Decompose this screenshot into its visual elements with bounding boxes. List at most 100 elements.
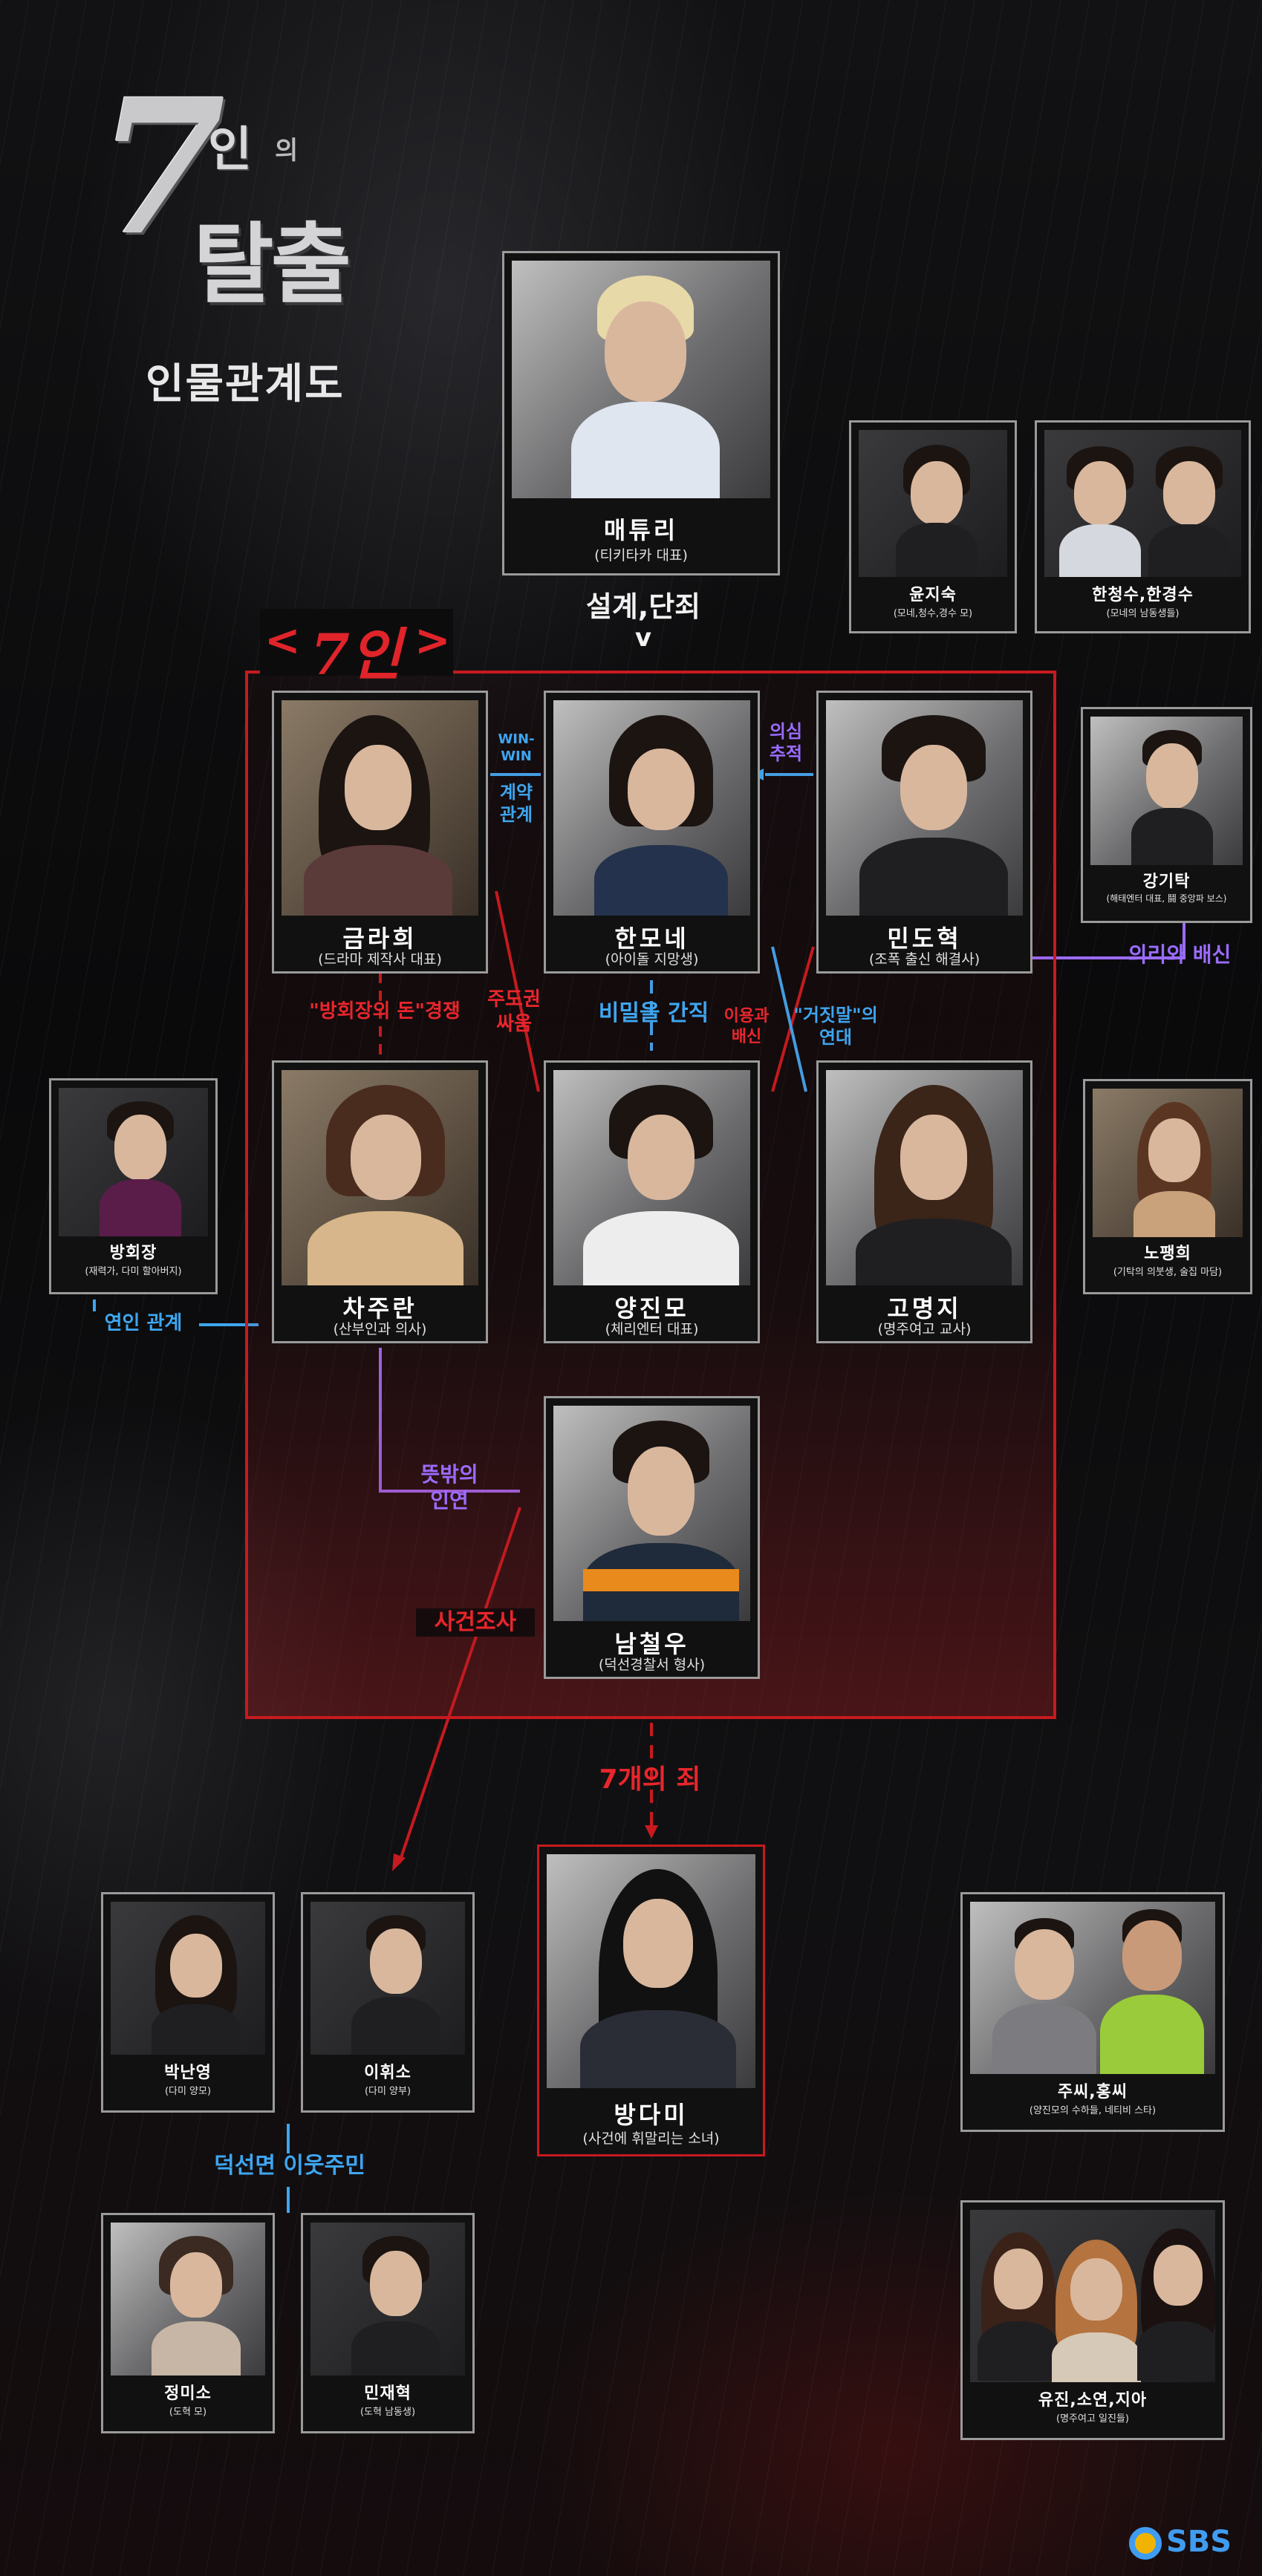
card-chajuran[interactable]: 차주란 (산부인과 의사) [272,1060,488,1343]
label-unexpected-line2: 인연 [430,1488,469,1513]
photo-chajuran [282,1070,478,1285]
label-suspicion-line2: 추적 [769,743,803,764]
label-unexpected: 뜻밖의 인연 [412,1461,487,1513]
desc-matthew: (티키타카 대표) [594,547,688,564]
sbs-circle-icon [1129,2527,1162,2560]
photo-banghoejang [59,1088,208,1236]
desc-jusshi: (양진모의 수하들, 네티비 스타) [1029,2105,1157,2116]
card-nopaenghee[interactable]: 노팽희 (기탁의 의붓생, 술집 마담) [1083,1079,1252,1294]
name-nopaenghee: 노팽희 [1144,1245,1191,1263]
desc-mindohyuk: (조폭 출신 해결사) [868,951,980,968]
photo-parknanyoung [111,1902,265,2055]
label-power-struggle: 주도권 싸움 [484,988,544,1036]
name-jungmiso: 정미소 [164,2384,212,2403]
label-loyalty: 의리와 배신 [1128,942,1232,967]
name-yangjinmo: 양진모 [614,1294,689,1323]
logo-in: 인 [208,123,252,177]
photo-hanmone [553,700,750,916]
show-logo: 7 인 의 탈출 [97,74,446,319]
page-title: 인물관계도 [146,360,345,408]
label-lie-line2: 연대 [819,1027,853,1048]
card-komyungji[interactable]: 고명지 (명주여고 교사) [816,1060,1032,1343]
broadcaster-name: SBS [1166,2525,1232,2559]
desc-hanmone: (아이돌 지망생) [605,951,699,968]
photo-bangdami [547,1854,755,2088]
name-mindohyuk: 민도혁 [887,925,962,953]
photo-jusshi [970,1902,1215,2074]
logo-ui: 의 [275,136,299,166]
card-banghoejang[interactable]: 방회장 (재력가, 다미 할아버지) [49,1078,218,1294]
name-kanggitak: 강기탁 [1142,873,1191,891]
label-suspicion-line1: 의심 [769,721,803,742]
photo-yujin [970,2210,1215,2382]
label-lie-alliance: "거짓말"의 연대 [780,1004,891,1049]
label-lover: 연인 관계 [88,1311,199,1336]
label-suspicion: 의심 추적 [756,720,816,765]
label-power-line1: 주도권 [487,988,541,1011]
label-win-win: WIN-WIN [498,731,535,764]
photo-nopaenghee [1093,1089,1243,1237]
photo-namcheolwoo [553,1406,750,1621]
card-kumrahee[interactable]: 금라희 (드라마 제작사 대표) [272,691,488,974]
desc-chajuran: (산부인과 의사) [333,1321,427,1337]
label-bracket-close: > [414,615,451,665]
label-bracket-open: < [264,615,301,665]
desc-nopaenghee: (기탁의 의붓생, 술집 마담) [1113,1267,1223,1278]
label-use-line2: 배신 [731,1027,762,1046]
photo-mindohyuk [826,700,1023,916]
desc-leehwiso: (다미 양부) [364,2086,412,2097]
name-banghoejang: 방회장 [109,1244,157,1262]
logo-escape: 탈출 [193,213,351,316]
card-jungmiso[interactable]: 정미소 (도혁 모) [101,2213,275,2433]
name-parknanyoung: 박난영 [164,2064,212,2082]
desc-komyungji: (명주여고 교사) [877,1321,972,1337]
desc-kumrahee: (드라마 제작사 대표) [318,951,442,968]
card-minjaehyuk[interactable]: 민재혁 (도혁 남동생) [301,2213,475,2433]
card-yunjisuk[interactable]: 윤지숙 (모네,청수,경수 모) [849,420,1017,633]
label-unexpected-line1: 뜻밖의 [420,1462,478,1487]
card-leehwiso[interactable]: 이휘소 (다미 양부) [301,1892,475,2113]
arrow-down-icon: v [634,623,652,653]
name-komyungji: 고명지 [887,1294,962,1323]
photo-matthew [512,261,770,498]
photo-jungmiso [111,2223,265,2376]
card-bangdami[interactable]: 방다미 (사건에 휘말리는 소녀) [537,1845,765,2156]
name-yujin: 유진,소연,지아 [1038,2391,1148,2410]
card-parknanyoung[interactable]: 박난영 (다미 양모) [101,1892,275,2113]
card-mindohyuk[interactable]: 민도혁 (조폭 출신 해결사) [816,691,1032,974]
label-design-sin: 설계,단죄 [585,590,701,623]
label-contract-line1: 계약 [499,782,533,803]
card-hanbrothers[interactable]: 한청수,한경수 (모네의 남동생들) [1035,420,1251,633]
photo-komyungji [826,1070,1023,1285]
label-secret: 비밀을 간직 [598,1000,709,1026]
desc-banghoejang: (재력가, 다미 할아버지) [85,1266,182,1277]
name-yunjisuk: 윤지숙 [909,586,957,604]
seven-group-label: < 7인 > [260,609,453,688]
card-yangjinmo[interactable]: 양진모 (체리엔터 대표) [544,1060,760,1343]
card-matthew[interactable]: 매튜리 (티키타카 대표) [502,251,780,575]
card-jusshi[interactable]: 주씨,홍씨 (양진모의 수하들, 네티비 스타) [960,1892,1225,2132]
label-lie-line1: "거짓말"의 [793,1005,878,1025]
name-hanbrothers: 한청수,한경수 [1092,586,1194,604]
desc-yangjinmo: (체리엔터 대표) [605,1321,699,1337]
desc-bangdami: (사건에 휘말리는 소녀) [582,2130,720,2147]
card-hanmone[interactable]: 한모네 (아이돌 지망생) [544,691,760,974]
label-use-line1: 이용과 [723,1007,770,1025]
card-kanggitak[interactable]: 강기탁 (해태엔터 대표, 鬪 중앙파 보스) [1081,707,1252,923]
desc-yunjisuk: (모네,청수,경수 모) [893,608,973,619]
card-namcheolwoo[interactable]: 남철우 (덕선경찰서 형사) [544,1396,760,1679]
photo-hanbrothers [1044,430,1241,577]
label-power-line2: 싸움 [496,1012,532,1035]
desc-jungmiso: (도혁 모) [169,2407,207,2418]
photo-minjaehyuk [310,2223,465,2376]
name-chajuran: 차주란 [342,1294,417,1323]
desc-hanbrothers: (모네의 남동생들) [1106,608,1180,619]
name-kumrahee: 금라희 [342,925,417,953]
photo-yunjisuk [859,430,1007,577]
card-yujin[interactable]: 유진,소연,지아 (명주여고 일진들) [960,2200,1225,2440]
logo-seven: 7 [97,58,226,276]
name-minjaehyuk: 민재혁 [364,2384,412,2403]
label-seven-in: 7인 [310,622,402,688]
name-namcheolwoo: 남철우 [614,1630,689,1658]
